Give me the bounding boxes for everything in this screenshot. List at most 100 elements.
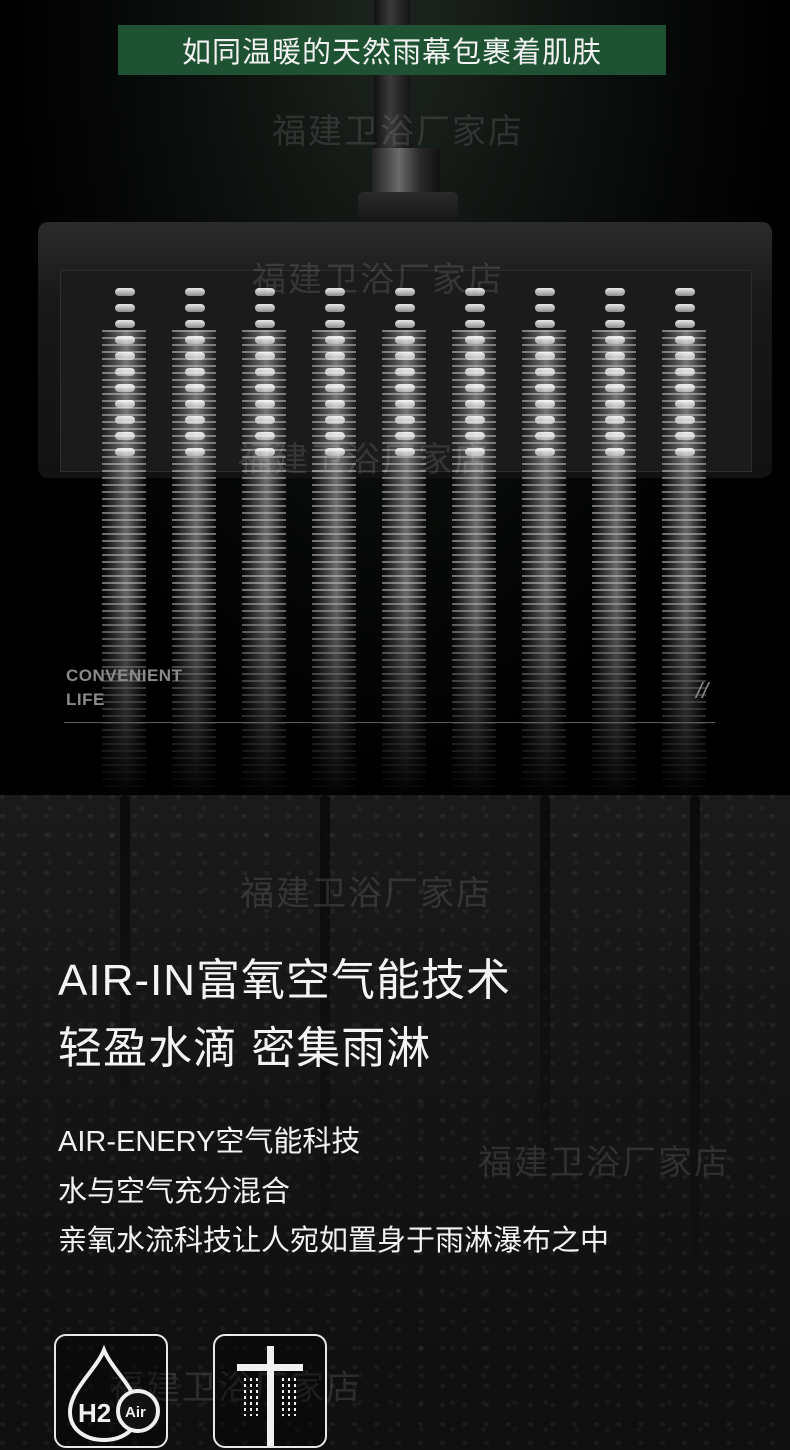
shower-connector-nut bbox=[372, 148, 440, 194]
water-drip bbox=[320, 795, 330, 1215]
nozzle bbox=[535, 320, 555, 328]
nozzle bbox=[675, 448, 695, 456]
shower-hero-image: 如同温暖的天然雨幕包裹着肌肤 福建卫浴厂家店 福建卫浴厂家店 福建卫浴厂家店 C… bbox=[0, 0, 790, 795]
nozzle bbox=[185, 304, 205, 312]
feature-section bbox=[0, 795, 790, 1450]
nozzle bbox=[605, 416, 625, 424]
nozzle bbox=[255, 288, 275, 296]
feature-headline-line1: AIR-IN富氧空气能技术 bbox=[58, 956, 511, 1005]
nozzle bbox=[255, 304, 275, 312]
shower-rain-icon-svg bbox=[237, 1346, 303, 1446]
nozzle bbox=[605, 400, 625, 408]
nozzle-grid bbox=[112, 288, 695, 488]
water-stream bbox=[592, 330, 636, 795]
nozzle bbox=[325, 304, 345, 312]
nozzle bbox=[115, 320, 135, 328]
feature-headline-line2: 轻盈水滴 密集雨淋 bbox=[58, 1024, 432, 1073]
shower-rain-icon bbox=[213, 1334, 327, 1448]
nozzle bbox=[115, 288, 135, 296]
nozzle-column bbox=[672, 288, 698, 464]
nozzle bbox=[255, 384, 275, 392]
banner-title: 如同温暖的天然雨幕包裹着肌肤 bbox=[118, 25, 666, 75]
nozzle bbox=[185, 384, 205, 392]
nozzle bbox=[535, 288, 555, 296]
nozzle-column bbox=[462, 288, 488, 464]
water-stream bbox=[382, 330, 426, 795]
nozzle bbox=[675, 320, 695, 328]
nozzle bbox=[675, 384, 695, 392]
nozzle bbox=[255, 336, 275, 344]
convenient-label-line1: CONVENIENT bbox=[66, 666, 183, 685]
nozzle bbox=[465, 304, 485, 312]
nozzle bbox=[465, 384, 485, 392]
nozzle-column bbox=[392, 288, 418, 464]
nozzle bbox=[115, 384, 135, 392]
nozzle bbox=[675, 304, 695, 312]
shower-head-neck bbox=[358, 192, 458, 224]
h2-label: H2 bbox=[78, 1398, 111, 1428]
nozzle bbox=[465, 448, 485, 456]
nozzle-column bbox=[322, 288, 348, 464]
nozzle bbox=[535, 448, 555, 456]
nozzle bbox=[325, 400, 345, 408]
nozzle bbox=[115, 400, 135, 408]
nozzle bbox=[395, 368, 415, 376]
nozzle bbox=[325, 352, 345, 360]
nozzle bbox=[395, 288, 415, 296]
feature-body-line: 水与空气充分混合 bbox=[58, 1176, 291, 1208]
nozzle bbox=[185, 416, 205, 424]
nozzle bbox=[115, 304, 135, 312]
watermark-text: 福建卫浴厂家店 bbox=[272, 113, 524, 151]
nozzle bbox=[185, 400, 205, 408]
nozzle bbox=[675, 432, 695, 440]
nozzle bbox=[535, 336, 555, 344]
water-stream bbox=[102, 330, 146, 795]
air-label: Air bbox=[125, 1404, 146, 1421]
nozzle bbox=[255, 432, 275, 440]
nozzle bbox=[535, 432, 555, 440]
convenient-life-label: CONVENIENT LIFE bbox=[66, 664, 182, 712]
nozzle bbox=[325, 416, 345, 424]
nozzle-column bbox=[602, 288, 628, 464]
nozzle bbox=[605, 448, 625, 456]
nozzle bbox=[535, 416, 555, 424]
nozzle bbox=[675, 288, 695, 296]
nozzle bbox=[325, 384, 345, 392]
banner-title-text: 如同温暖的天然雨幕包裹着肌肤 bbox=[181, 37, 602, 69]
feature-body-line: 亲氧水流科技让人宛如置身于雨淋瀑布之中 bbox=[58, 1225, 610, 1257]
nozzle-column bbox=[112, 288, 138, 464]
water-stream bbox=[242, 330, 286, 795]
nozzle bbox=[185, 368, 205, 376]
nozzle bbox=[535, 400, 555, 408]
h2-air-drop-icon: H2 Air bbox=[54, 1334, 168, 1448]
nozzle bbox=[185, 288, 205, 296]
nozzle bbox=[325, 288, 345, 296]
nozzle bbox=[115, 448, 135, 456]
nozzle bbox=[675, 368, 695, 376]
h2-air-drop-icon-svg: H2 Air bbox=[67, 1344, 160, 1443]
nozzle bbox=[325, 368, 345, 376]
nozzle bbox=[325, 336, 345, 344]
divider-line bbox=[64, 722, 715, 723]
nozzle bbox=[535, 368, 555, 376]
decorative-slashes: // bbox=[696, 678, 709, 703]
nozzle bbox=[535, 352, 555, 360]
nozzle bbox=[465, 368, 485, 376]
nozzle bbox=[605, 384, 625, 392]
nozzle bbox=[465, 400, 485, 408]
nozzle bbox=[605, 368, 625, 376]
nozzle bbox=[465, 432, 485, 440]
nozzle bbox=[675, 416, 695, 424]
nozzle bbox=[185, 320, 205, 328]
nozzle bbox=[605, 288, 625, 296]
nozzle bbox=[185, 336, 205, 344]
nozzle bbox=[395, 416, 415, 424]
nozzle bbox=[185, 432, 205, 440]
watermark-text: 福建卫浴厂家店 bbox=[238, 441, 490, 479]
nozzle-column bbox=[182, 288, 208, 464]
nozzle bbox=[395, 400, 415, 408]
nozzle-column bbox=[252, 288, 278, 464]
nozzle bbox=[605, 336, 625, 344]
nozzle bbox=[255, 416, 275, 424]
